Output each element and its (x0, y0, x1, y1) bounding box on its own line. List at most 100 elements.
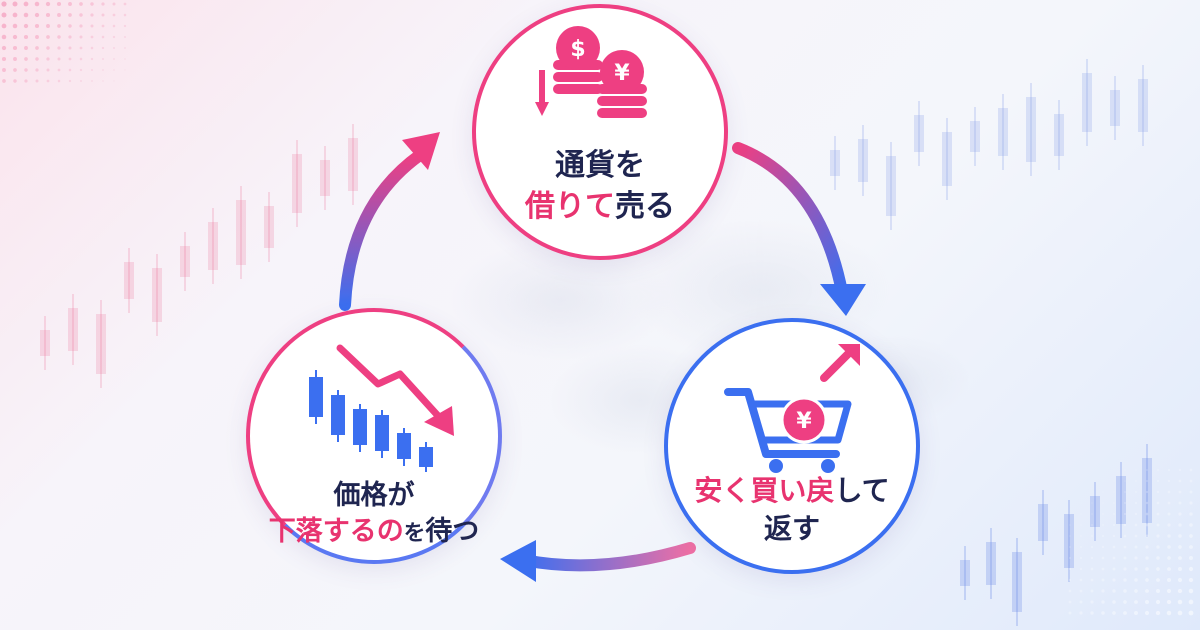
background-dot (35, 46, 39, 50)
background-dot (35, 35, 39, 39)
background-candle-body (986, 542, 996, 585)
background-dot (1167, 523, 1171, 527)
background-dot (1135, 469, 1137, 471)
background-dot (1112, 600, 1116, 604)
background-dot (1069, 535, 1071, 537)
background-candle-body (1082, 73, 1092, 132)
background-candle-body (96, 314, 106, 374)
background-dot (23, 1, 29, 7)
background-dot (1079, 589, 1083, 593)
background-candle-body (292, 154, 302, 213)
background-dot (1101, 600, 1105, 604)
background-dot (23, 34, 29, 40)
background-dot (1156, 534, 1160, 538)
background-dot (101, 2, 105, 6)
background-dot (1090, 589, 1094, 593)
background-dot (79, 24, 83, 28)
background-candle-body (914, 115, 924, 152)
background-dot (1079, 545, 1083, 549)
background-dot (1167, 479, 1171, 483)
arrow-top-to-right (732, 142, 866, 316)
background-dot (1178, 534, 1182, 538)
background-dot (112, 24, 116, 28)
background-dot (79, 46, 83, 50)
background-dot (46, 68, 50, 72)
step-wait-highlight-3: の (376, 516, 404, 548)
background-dot (123, 13, 127, 17)
background-candle-body (1064, 514, 1074, 568)
background-candle-body (1090, 496, 1100, 527)
background-dot (1155, 610, 1161, 616)
svg-text:¥: ¥ (796, 409, 812, 434)
step-buy-back-highlight-1: 安く (694, 474, 751, 507)
background-dot (1123, 512, 1127, 516)
background-dot (112, 2, 116, 6)
background-dot (1079, 567, 1083, 571)
background-dot (12, 12, 18, 18)
background-candle-body (1116, 476, 1126, 524)
background-dot (1124, 469, 1126, 471)
background-dot (1068, 567, 1072, 571)
background-dot (1113, 502, 1115, 504)
background-dot (1, 12, 7, 18)
background-dot (1188, 610, 1194, 616)
background-dot (1101, 567, 1105, 571)
background-dot (1, 23, 7, 29)
background-dot (1080, 502, 1082, 504)
background-dot (1102, 513, 1104, 515)
background-dot (24, 46, 28, 50)
background-dot (1091, 491, 1093, 493)
background-dot (1112, 589, 1116, 593)
background-dot (1167, 545, 1171, 549)
background-dot (34, 23, 40, 29)
background-candle-body (1110, 90, 1120, 126)
background-candle-body (236, 200, 246, 265)
background-dot (24, 57, 28, 61)
background-dot (1090, 611, 1094, 615)
background-dot (1112, 556, 1116, 560)
background-dot (1145, 479, 1149, 483)
background-dot (34, 12, 40, 18)
background-dot (101, 46, 105, 50)
background-candle-body (40, 330, 50, 356)
background-dot (1156, 479, 1160, 483)
background-dot (57, 13, 61, 17)
background-dot (1189, 479, 1193, 483)
background-dot (1145, 578, 1149, 582)
background-dot (112, 46, 116, 50)
background-dot (1112, 611, 1116, 615)
step-wait-line1: 価格が (333, 480, 415, 511)
background-dot (1069, 546, 1071, 548)
background-dot (123, 35, 127, 39)
background-dot (1156, 545, 1160, 549)
background-dot (1079, 600, 1083, 604)
background-dot (1188, 577, 1194, 583)
background-dot (1123, 578, 1127, 582)
background-dot (1156, 501, 1160, 505)
background-dot (57, 57, 61, 61)
background-dot (1178, 523, 1182, 527)
background-dot (124, 58, 126, 60)
background-dot (1123, 501, 1127, 505)
background-candle-body (1026, 97, 1036, 162)
svg-text:$: $ (570, 37, 585, 62)
background-dot (1189, 468, 1193, 472)
background-dot (1188, 599, 1194, 605)
background-dots-bottom-right (1068, 468, 1194, 616)
step-wait-for-price-drop: 価格が 下落するのを待つ (246, 308, 502, 564)
background-dot (1080, 524, 1082, 526)
background-dot (79, 79, 83, 83)
background-dot (1155, 588, 1161, 594)
background-dot (1101, 545, 1105, 549)
step-wait-highlight-1: 下落 (268, 516, 323, 548)
background-dot (1102, 480, 1104, 482)
background-dot (1123, 534, 1127, 538)
background-dot (2, 68, 6, 72)
background-candle-body (68, 308, 78, 351)
background-dot (1112, 512, 1116, 516)
background-dot (1156, 490, 1160, 494)
background-dot (1113, 480, 1115, 482)
background-dot (1188, 588, 1194, 594)
background-dot (1144, 610, 1150, 616)
background-dot (1079, 611, 1083, 615)
